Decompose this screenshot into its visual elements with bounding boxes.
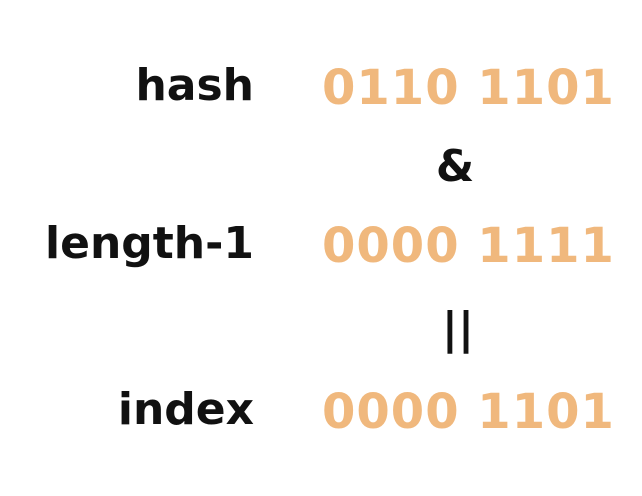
and-operator: & xyxy=(435,141,475,192)
index-label: index xyxy=(117,384,254,435)
index-bits: 0000 1101 xyxy=(322,384,615,440)
length-minus-one-bits: 0000 1111 xyxy=(322,218,615,274)
equals-operator: || xyxy=(441,303,475,354)
length-minus-one-label: length-1 xyxy=(45,218,254,269)
hash-bits: 0110 1101 xyxy=(322,60,615,116)
hash-label: hash xyxy=(135,60,254,111)
